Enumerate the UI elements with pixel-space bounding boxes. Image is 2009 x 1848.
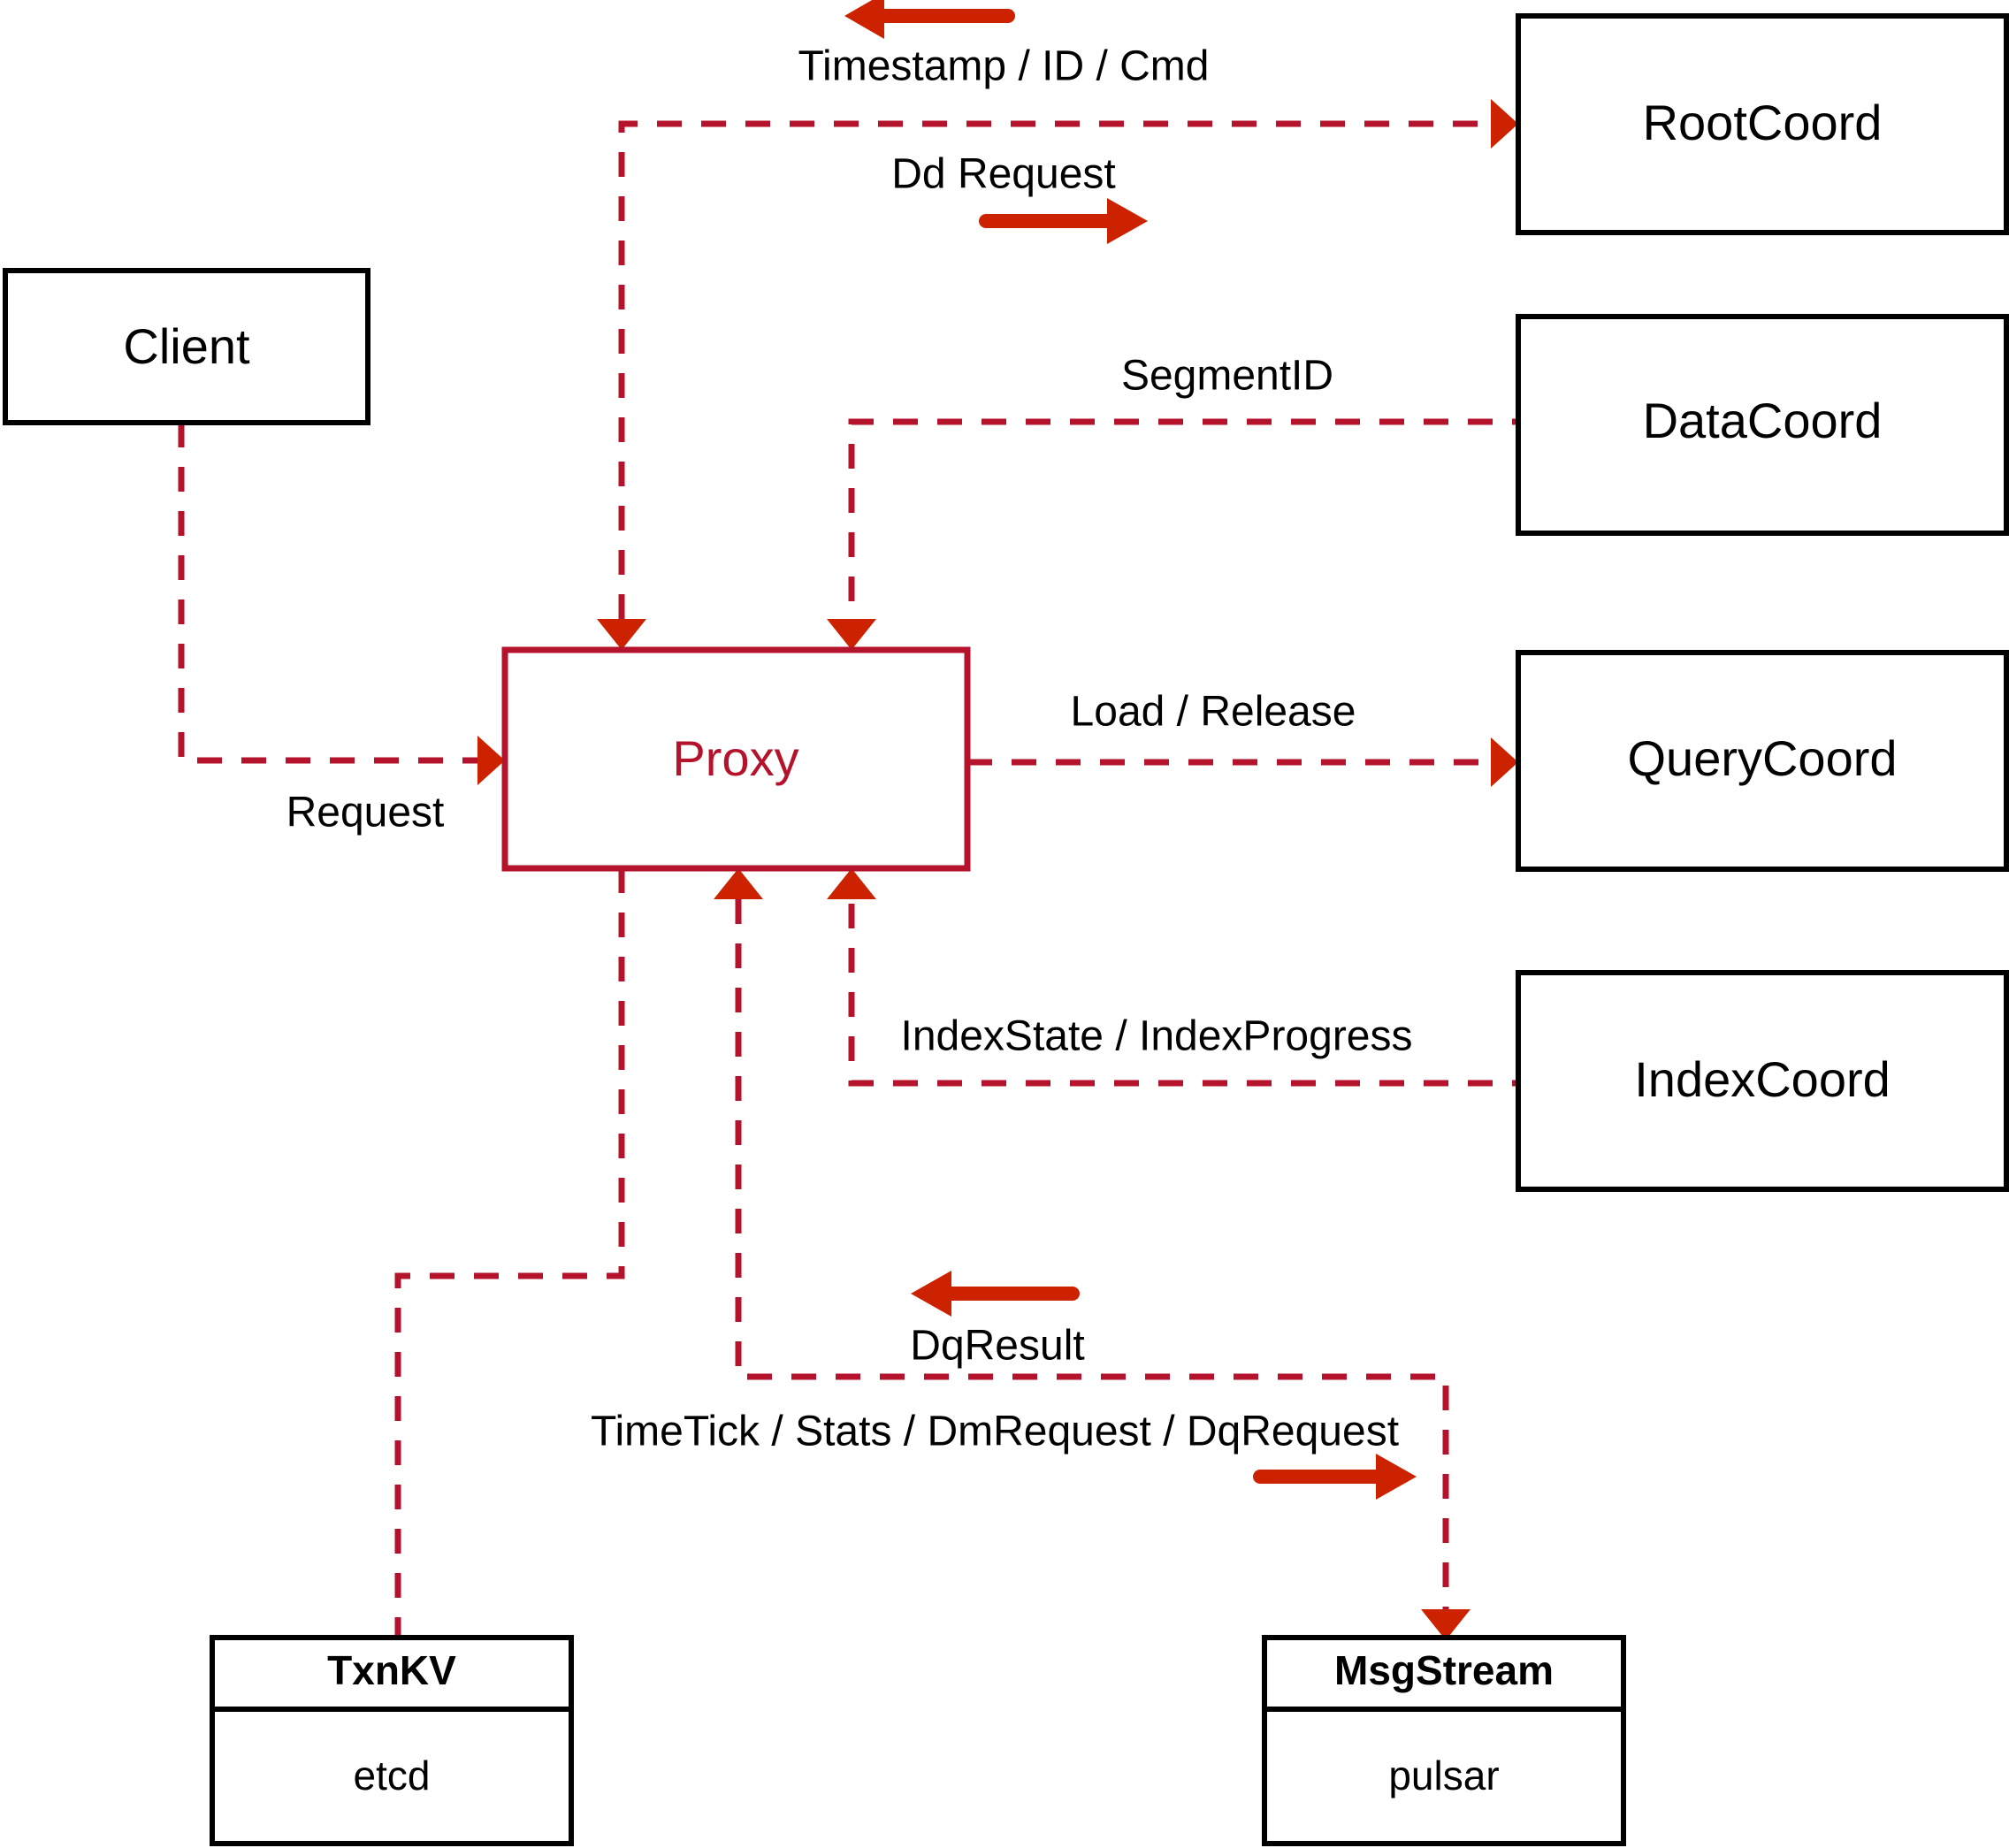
- node-indexcoord[interactable]: IndexCoord: [1516, 970, 2009, 1192]
- node-msgstream-box[interactable]: [1262, 1635, 1626, 1846]
- edge-client-to-proxy-arrowhead: [477, 736, 505, 785]
- dq-result-arrow: [911, 1271, 1080, 1317]
- node-txnkv[interactable]: TxnKV etcd: [210, 1635, 574, 1846]
- dm-dq-request-arrow-head: [1376, 1454, 1417, 1500]
- edge-proxy-to-msgstream-arrowhead: [1421, 1609, 1470, 1640]
- edge-label-load-release: Load / Release: [1071, 689, 1356, 736]
- edge-label-timestamp-id-cmd: Timestamp / ID / Cmd: [798, 43, 1210, 90]
- edge-label-index-state-progress: IndexState / IndexProgress: [901, 1013, 1413, 1060]
- node-client[interactable]: Client: [3, 268, 370, 425]
- edge-label-dq-result: DqResult: [910, 1323, 1084, 1370]
- edge-msgstream-to-proxy-arrowhead: [714, 868, 763, 899]
- timestamp-return-arrow: [844, 0, 1015, 39]
- edge-datacoord-to-proxy-arrowhead: [827, 619, 876, 650]
- edge-proxy-to-querycoord: [967, 737, 1518, 787]
- edge-proxy-to-txnkv: [394, 868, 625, 1638]
- edge-indexcoord-to-proxy: [827, 868, 1537, 1087]
- edge-proxy-msgstream: [714, 868, 1470, 1640]
- edge-client-to-proxy-path: [178, 423, 477, 764]
- node-proxy[interactable]: Proxy: [501, 646, 971, 872]
- edge-proxy-to-txnkv-path: [394, 868, 625, 1638]
- edge-label-timetick-stats: TimeTick / Stats / DmRequest / DqRequest: [591, 1409, 1399, 1455]
- edge-datacoord-to-proxy-path: [848, 418, 1537, 619]
- node-msgstream[interactable]: MsgStream pulsar: [1262, 1635, 1626, 1846]
- edge-label-segment-id: SegmentID: [1121, 353, 1333, 400]
- node-proxy-box[interactable]: [501, 646, 971, 872]
- edge-proxy-to-querycoord-arrowhead: [1491, 737, 1518, 787]
- node-indexcoord-label: IndexCoord: [1634, 1051, 1891, 1107]
- node-txnkv-impl: etcd: [354, 1753, 431, 1798]
- node-proxy-label: Proxy: [672, 730, 798, 786]
- edge-proxy-msgstream-path: [735, 899, 1449, 1609]
- node-querycoord-box[interactable]: [1516, 650, 2009, 872]
- edge-proxy-to-rootcoord: [597, 99, 1518, 650]
- node-client-label: Client: [123, 318, 250, 374]
- node-datacoord-label: DataCoord: [1643, 393, 1883, 448]
- dq-result-arrow-head: [911, 1271, 951, 1317]
- dd-request-arrow: [979, 198, 1148, 244]
- node-rootcoord[interactable]: RootCoord: [1516, 13, 2009, 235]
- edge-indexcoord-to-proxy-path: [848, 899, 1537, 1087]
- node-txnkv-box[interactable]: [210, 1635, 574, 1846]
- edge-proxy-to-rootcoord-path: [618, 120, 1491, 619]
- edge-label-dd-request: Dd Request: [891, 151, 1115, 198]
- node-rootcoord-box[interactable]: [1516, 13, 2009, 235]
- edge-rootcoord-to-proxy-arrowhead: [597, 619, 646, 650]
- edge-client-to-proxy: [178, 423, 505, 785]
- timestamp-return-arrow-head: [844, 0, 884, 39]
- edge-proxy-to-rootcoord-arrowhead: [1491, 99, 1518, 149]
- edge-datacoord-to-proxy: [827, 418, 1537, 650]
- node-datacoord-box[interactable]: [1516, 314, 2009, 536]
- dd-request-arrow-head: [1107, 198, 1148, 244]
- node-datacoord[interactable]: DataCoord: [1516, 314, 2009, 536]
- node-querycoord-label: QueryCoord: [1627, 730, 1897, 786]
- node-querycoord[interactable]: QueryCoord: [1516, 650, 2009, 872]
- node-indexcoord-box[interactable]: [1516, 970, 2009, 1192]
- node-rootcoord-label: RootCoord: [1643, 95, 1883, 150]
- node-client-box[interactable]: [3, 268, 370, 425]
- node-msgstream-impl: pulsar: [1388, 1753, 1499, 1798]
- dm-dq-request-arrow: [1253, 1454, 1417, 1500]
- edge-label-request: Request: [286, 790, 445, 836]
- edge-indexcoord-to-proxy-arrowhead: [827, 868, 876, 899]
- node-msgstream-title: MsgStream: [1334, 1647, 1554, 1693]
- node-txnkv-title: TxnKV: [327, 1647, 456, 1693]
